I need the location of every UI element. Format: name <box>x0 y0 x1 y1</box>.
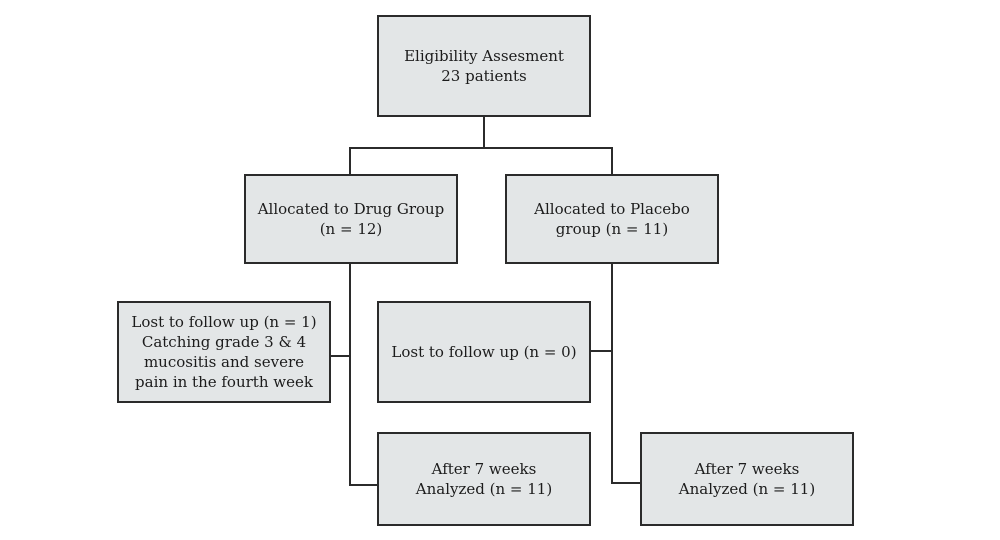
placebo-analyzed-box: After 7 weeks Analyzed (n = 11) <box>640 432 854 526</box>
drug-analyzed-line-1: After 7 weeks <box>431 460 537 478</box>
drug-analyzed-line-2: Analyzed (n = 11) <box>415 480 553 498</box>
drug-lost-line-1: Lost to follow up (n = 1) <box>131 313 317 331</box>
eligibility-assessment-box: Eligibility Assesment 23 patients <box>377 15 591 117</box>
drug-lost-line-3: mucositis and severe <box>143 353 305 371</box>
placebo-lost-line-1: Lost to follow up (n = 0) <box>391 343 577 361</box>
drug-lost-to-follow-up-box: Lost to follow up (n = 1) Catching grade… <box>117 301 331 403</box>
drug-group-box: Allocated to Drug Group (n = 12) <box>244 174 458 264</box>
drug-lost-line-2: Catching grade 3 & 4 <box>141 333 307 351</box>
drug-group-title: Allocated to Drug Group <box>257 200 445 218</box>
drug-analyzed-box: After 7 weeks Analyzed (n = 11) <box>377 432 591 526</box>
drug-group-count: (n = 12) <box>319 220 383 238</box>
eligibility-title: Eligibility Assesment <box>404 47 564 65</box>
placebo-analyzed-line-2: Analyzed (n = 11) <box>678 480 816 498</box>
placebo-group-count: group (n = 11) <box>555 220 669 238</box>
placebo-group-box: Allocated to Placebo group (n = 11) <box>505 174 719 264</box>
eligibility-count: 23 patients <box>441 67 527 85</box>
placebo-analyzed-line-1: After 7 weeks <box>694 460 800 478</box>
placebo-group-title: Allocated to Placebo <box>534 200 690 218</box>
drug-lost-line-4: pain in the fourth week <box>135 373 313 391</box>
placebo-lost-to-follow-up-box: Lost to follow up (n = 0) <box>377 301 591 403</box>
